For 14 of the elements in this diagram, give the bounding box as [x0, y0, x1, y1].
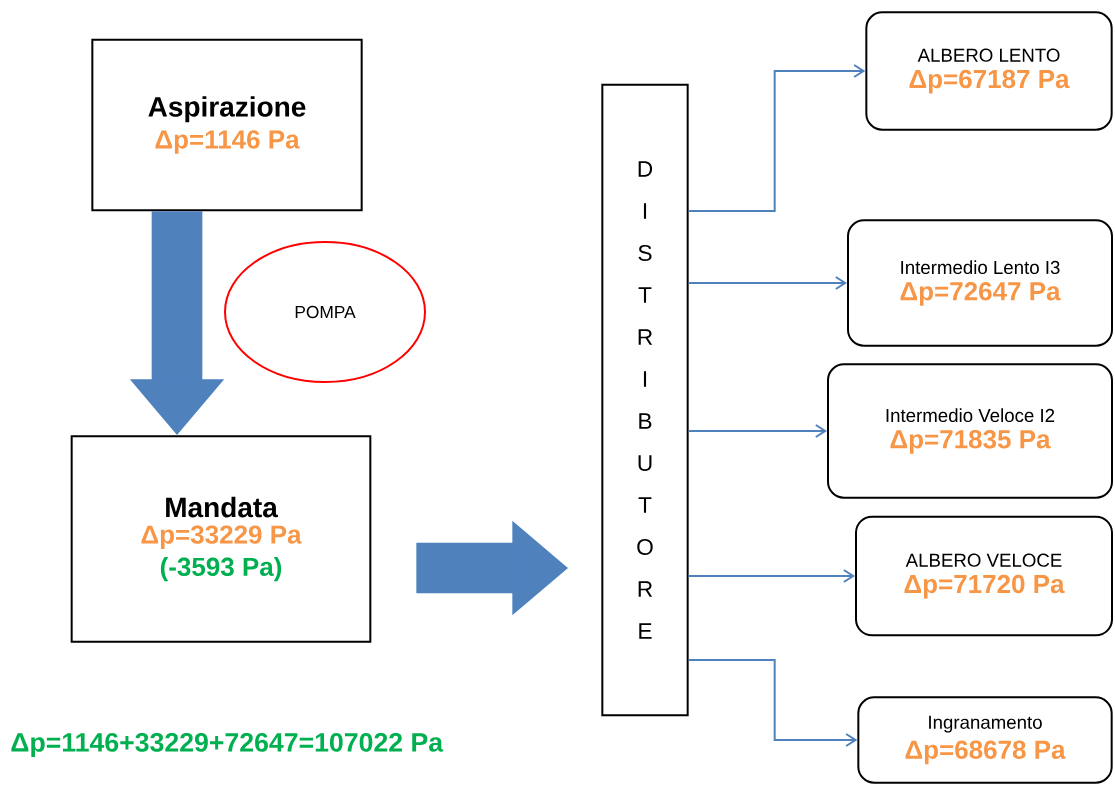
rounded-box: Intermedio Lento I3 Δp=72647 Pa	[847, 219, 1113, 347]
arrow	[687, 276, 847, 290]
arrow	[687, 569, 855, 583]
arrow	[687, 659, 858, 747]
rounded-box: Ingranamento Δp=68678 Pa	[857, 696, 1113, 784]
process-box: Aspirazione Δp=1146 Pa	[91, 38, 363, 212]
rounded-box: ALBERO LENTO Δp=67187 Pa	[865, 11, 1113, 131]
process-box: Mandata Δp=33229 Pa (-3593 Pa)	[70, 435, 372, 643]
formula-text: Δp=1146+33229+72647=107022 Pa	[11, 732, 444, 758]
rounded-box: ALBERO VELOCE Δp=71720 Pa	[855, 515, 1113, 637]
arrow	[687, 64, 866, 212]
arrow	[687, 424, 827, 438]
rounded-box: Intermedio Veloce I2 Δp=71835 Pa	[827, 363, 1113, 499]
distributor-box: DISTRIBUTORE	[601, 83, 689, 717]
